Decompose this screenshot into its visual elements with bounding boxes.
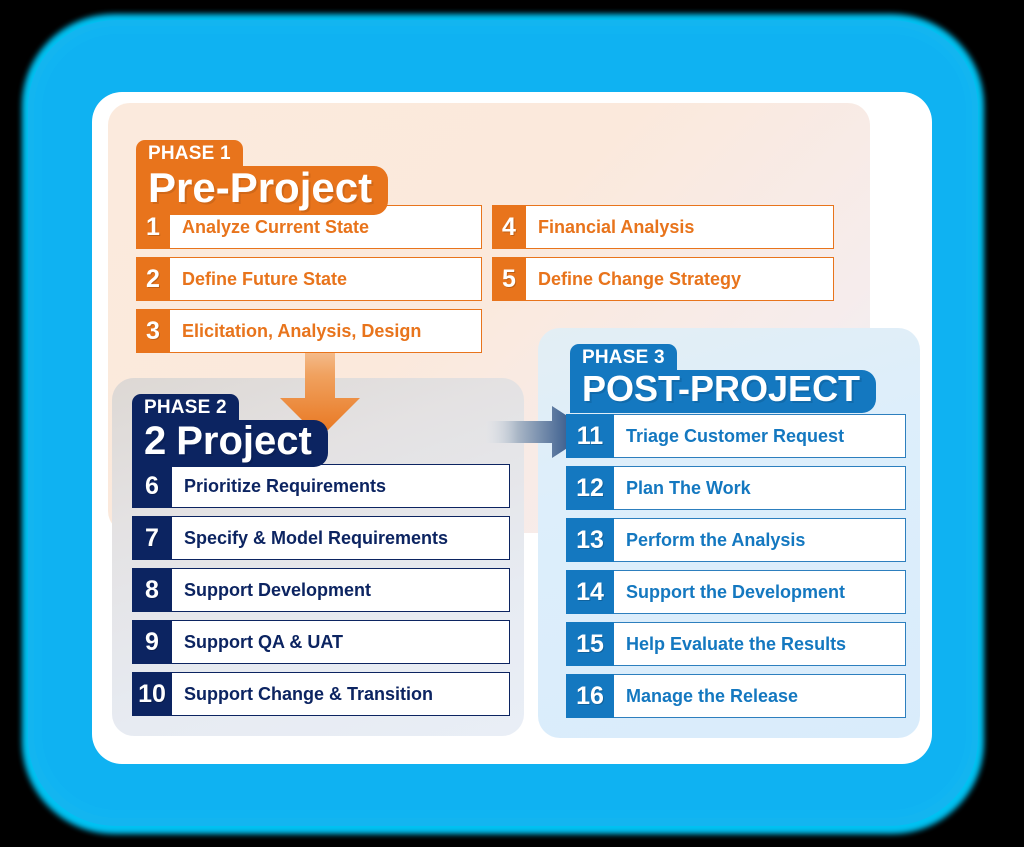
step-number-15: 15 xyxy=(566,622,614,666)
step-row-6[interactable]: 6 Prioritize Requirements xyxy=(132,464,510,508)
step-label-13: Perform the Analysis xyxy=(614,518,906,562)
step-label-4: Financial Analysis xyxy=(526,205,834,249)
arrow-down-phase1-to-phase2 xyxy=(272,340,368,440)
step-label-8: Support Development xyxy=(172,568,510,612)
phase-3-title: POST-PROJECT xyxy=(570,368,877,413)
step-row-4[interactable]: 4 Financial Analysis xyxy=(492,205,834,249)
step-label-10: Support Change & Transition xyxy=(172,672,510,716)
step-label-12: Plan The Work xyxy=(614,466,906,510)
step-number-9: 9 xyxy=(132,620,172,664)
step-label-14: Support the Development xyxy=(614,570,906,614)
step-label-16: Manage the Release xyxy=(614,674,906,718)
phase-3-title-text: POST-PROJECT xyxy=(582,368,861,409)
step-row-3[interactable]: 3 Elicitation, Analysis, Design xyxy=(136,309,482,353)
step-label-7: Specify & Model Requirements xyxy=(172,516,510,560)
step-row-14[interactable]: 14 Support the Development xyxy=(566,570,906,614)
step-row-2[interactable]: 2 Define Future State xyxy=(136,257,482,301)
step-label-15: Help Evaluate the Results xyxy=(614,622,906,666)
step-number-11: 11 xyxy=(566,414,614,458)
step-number-12: 12 xyxy=(566,466,614,510)
phase-2-lead-number: 2 xyxy=(144,419,167,463)
phase-1-tag: PHASE 1 xyxy=(136,140,243,168)
step-row-13[interactable]: 13 Perform the Analysis xyxy=(566,518,906,562)
step-number-14: 14 xyxy=(566,570,614,614)
step-number-6: 6 xyxy=(132,464,172,508)
step-row-5[interactable]: 5 Define Change Strategy xyxy=(492,257,834,301)
step-number-3: 3 xyxy=(136,309,170,353)
arrow-right-phase2-to-phase3 xyxy=(486,404,594,460)
step-number-16: 16 xyxy=(566,674,614,718)
phase-3-tag: PHASE 3 xyxy=(570,344,677,372)
step-row-10[interactable]: 10 Support Change & Transition xyxy=(132,672,510,716)
step-row-11[interactable]: 11 Triage Customer Request xyxy=(566,414,906,458)
step-number-13: 13 xyxy=(566,518,614,562)
step-row-7[interactable]: 7 Specify & Model Requirements xyxy=(132,516,510,560)
step-label-5: Define Change Strategy xyxy=(526,257,834,301)
phase-1-title-text: Pre-Project xyxy=(148,164,373,211)
step-row-16[interactable]: 16 Manage the Release xyxy=(566,674,906,718)
step-row-15[interactable]: 15 Help Evaluate the Results xyxy=(566,622,906,666)
phase-2-tag: PHASE 2 xyxy=(132,394,239,422)
step-number-2: 2 xyxy=(136,257,170,301)
step-number-5: 5 xyxy=(492,257,526,301)
phase-3-header: PHASE 3 POST-PROJECT xyxy=(570,344,877,413)
step-number-4: 4 xyxy=(492,205,526,249)
step-label-9: Support QA & UAT xyxy=(172,620,510,664)
phase-1-header: PHASE 1 Pre-Project xyxy=(136,140,389,215)
step-number-10: 10 xyxy=(132,672,172,716)
phase-1-title: Pre-Project xyxy=(136,164,389,215)
step-number-7: 7 xyxy=(132,516,172,560)
step-row-8[interactable]: 8 Support Development xyxy=(132,568,510,612)
step-row-12[interactable]: 12 Plan The Work xyxy=(566,466,906,510)
step-label-11: Triage Customer Request xyxy=(614,414,906,458)
step-label-3: Elicitation, Analysis, Design xyxy=(170,309,482,353)
phase-2-title-text: Project xyxy=(176,419,312,463)
step-label-2: Define Future State xyxy=(170,257,482,301)
step-row-9[interactable]: 9 Support QA & UAT xyxy=(132,620,510,664)
step-number-8: 8 xyxy=(132,568,172,612)
step-label-6: Prioritize Requirements xyxy=(172,464,510,508)
